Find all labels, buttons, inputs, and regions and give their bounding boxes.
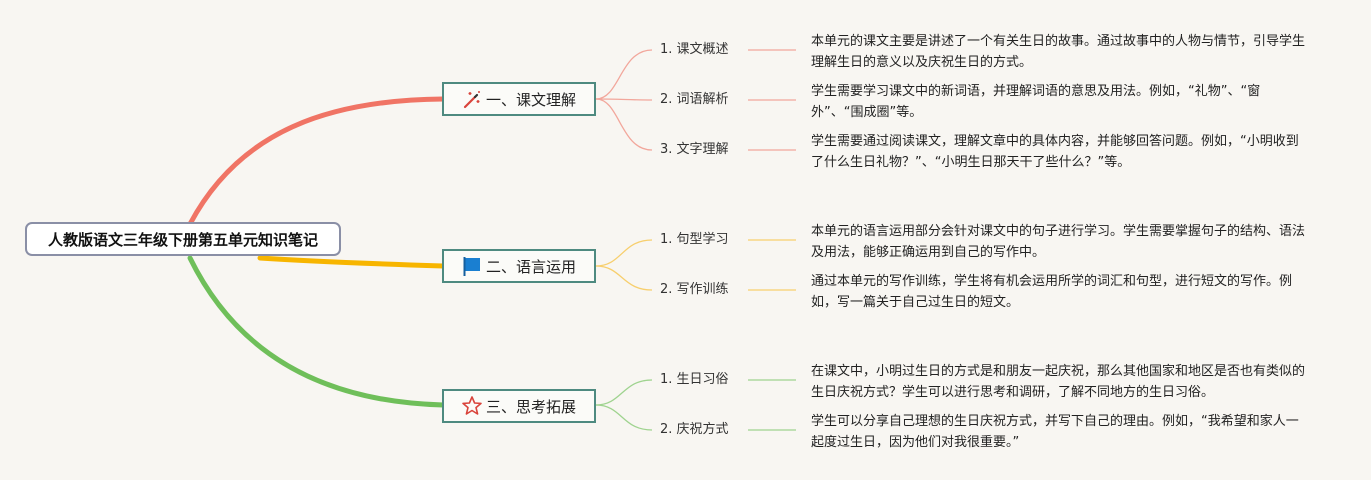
branch-topic-1[interactable]: 一、课文理解 [442, 82, 596, 116]
note-1-1: 本单元的课文主要是讲述了一个有关生日的故事。通过故事中的人物与情节，引导学生理解… [811, 34, 1306, 70]
branch-label-2: 二、语言运用 [486, 257, 577, 276]
subtopic-2-1[interactable]: 1. 句型学习 [660, 232, 729, 247]
subtopic-1-3[interactable]: 3. 文字理解 [660, 142, 729, 157]
subtopic-3-1[interactable]: 1. 生日习俗 [660, 372, 729, 387]
branch-connector-1 [187, 96, 446, 227]
sub-connector-1-3 [595, 98, 653, 151]
sub-connector-3-2 [595, 404, 653, 431]
subtopic-1-1[interactable]: 1. 课文概述 [660, 42, 729, 57]
root-topic[interactable]: 人教版语文三年级下册第五单元知识笔记 [25, 222, 341, 256]
magic-wand-icon [461, 88, 483, 110]
note-1-3: 学生需要通过阅读课文，理解文章中的具体内容，并能够回答问题。例如，“小明收到了什… [811, 134, 1299, 170]
star-icon [461, 395, 483, 417]
flag-icon [461, 255, 483, 277]
branch-label-1: 一、课文理解 [486, 90, 577, 109]
note-2-1: 本单元的语言运用部分会针对课文中的句子进行学习。学生需要掌握句子的结构、语法及用… [811, 224, 1306, 260]
branch-topic-2[interactable]: 二、语言运用 [442, 249, 596, 283]
subtopic-2-2[interactable]: 2. 写作训练 [660, 282, 729, 297]
note-3-1: 在课文中，小明过生日的方式是和朋友一起庆祝，那么其他国家和地区是否也有类似的生日… [811, 364, 1306, 400]
branch-connector-3 [187, 255, 446, 408]
sub-connector-2-2 [595, 265, 653, 291]
sub-connector-2-1 [595, 239, 653, 267]
branch-label-3: 三、思考拓展 [486, 397, 577, 416]
subtopic-1-2[interactable]: 2. 词语解析 [660, 92, 729, 107]
branch-connector-2 [257, 255, 446, 269]
sub-connector-1-1 [595, 49, 653, 100]
note-3-2: 学生可以分享自己理想的生日庆祝方式，并写下自己的理由。例如，“我希望和家人一起度… [811, 414, 1299, 450]
note-1-2: 学生需要学习课文中的新词语，并理解词语的意思及用法。例如，“礼物”、“窗外”、“… [811, 84, 1261, 120]
branch-topic-3[interactable]: 三、思考拓展 [442, 389, 596, 423]
note-2-2: 通过本单元的写作训练，学生将有机会运用所学的词汇和句型，进行短文的写作。例如，写… [811, 274, 1293, 310]
sub-connector-1-2 [595, 98, 653, 101]
sub-connector-3-1 [595, 379, 653, 406]
subtopic-3-2[interactable]: 2. 庆祝方式 [660, 422, 729, 437]
